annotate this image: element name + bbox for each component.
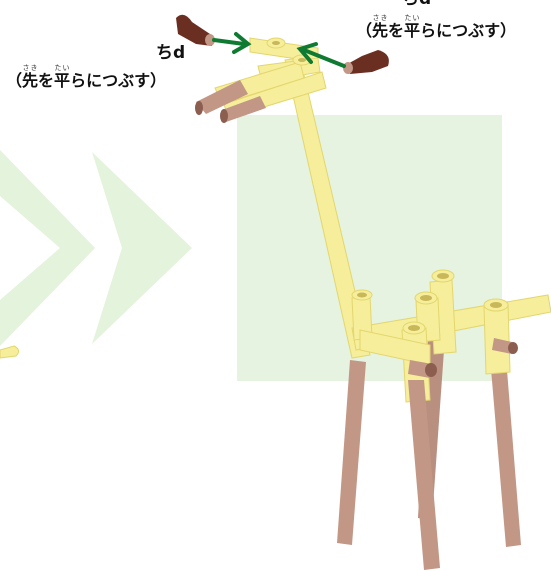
green-arrow-left-icon bbox=[212, 32, 252, 54]
green-arrow-right-icon bbox=[296, 42, 346, 68]
joint-stubs bbox=[408, 338, 518, 378]
chevron-1 bbox=[0, 150, 95, 346]
part-label-right: ちd bbox=[402, 0, 431, 8]
crush-note-right: （先さきを平たいらにつぶす） bbox=[356, 14, 517, 40]
part-label-left: ちd bbox=[156, 43, 186, 63]
chevron-2 bbox=[92, 152, 192, 344]
crushed-tube-tip-right-icon bbox=[343, 50, 389, 74]
tube-holes bbox=[357, 273, 502, 331]
mouth-tubes bbox=[195, 80, 266, 123]
front-legs bbox=[337, 360, 440, 570]
crush-note-left: （先さきを平たいらにつぶす） bbox=[6, 64, 167, 90]
chevron-arrows-icon bbox=[0, 150, 192, 346]
crushed-tube-tip-left-icon bbox=[176, 14, 215, 47]
head-holes bbox=[272, 41, 306, 62]
tail-fragment bbox=[0, 345, 20, 359]
